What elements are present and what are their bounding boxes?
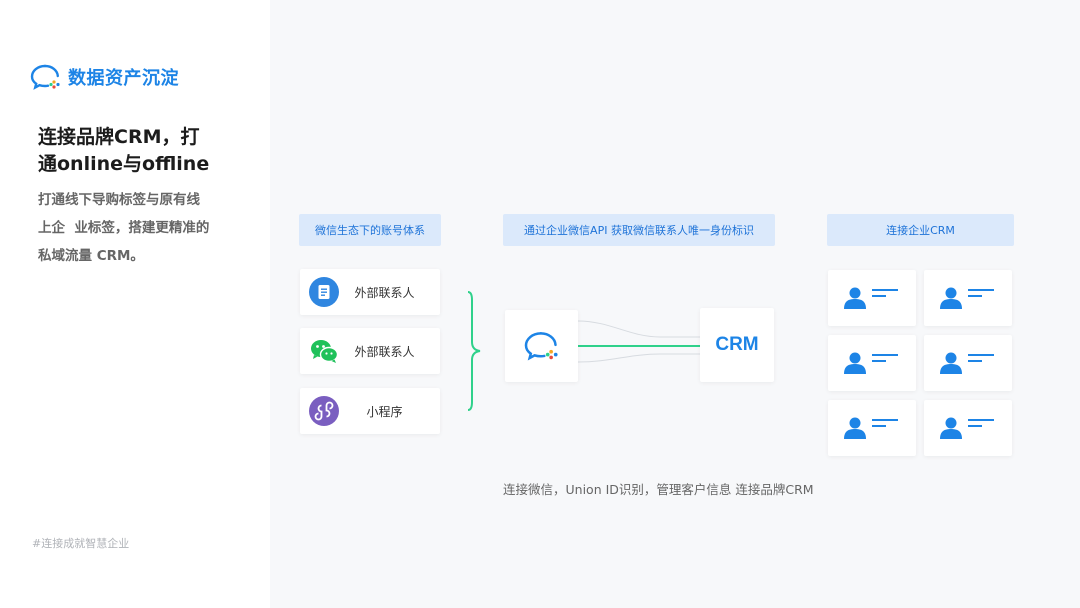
wecom-logo-icon [524, 332, 558, 361]
user-profile-icon [844, 352, 898, 374]
desc-line-2: 上企 业标签，搭建更精准的 [38, 220, 210, 236]
wecom-logo-icon [30, 64, 60, 90]
source-card-contact: 外部联系人 [300, 269, 440, 315]
user-profile-icon [940, 352, 994, 374]
headline-line-1: 连接品牌CRM，打 [38, 126, 200, 148]
wecom-box [505, 310, 578, 382]
brand-title: 数据资产沉淀 [68, 68, 179, 89]
source-label: 外部联系人 [354, 285, 415, 300]
header-wecom-api: 通过企业微信API 获取微信联系人唯一身份标识 [503, 214, 775, 246]
diagram-caption: 连接微信，Union ID识别，管理客户信息 连接品牌CRM [503, 482, 814, 497]
footer-tag: #连接成就智慧企业 [32, 537, 130, 550]
source-label: 小程序 [366, 404, 403, 419]
user-profile-icon [940, 417, 994, 439]
crm-box: CRM [700, 308, 774, 382]
user-profile-icon [940, 287, 994, 309]
bracket-connector [467, 291, 481, 411]
source-card-mini-program: 小程序 [300, 388, 440, 434]
header-account-system: 微信生态下的账号体系 [299, 214, 441, 246]
crm-user-card [828, 335, 916, 391]
contact-card-icon [309, 277, 339, 307]
headline-line-2: 通online与offline [38, 153, 210, 175]
crm-user-card [828, 400, 916, 456]
crm-user-card [924, 400, 1012, 456]
user-profile-icon [844, 287, 898, 309]
page-description: 打通线下导购标签与原有线 上企 业标签，搭建更精准的 私域流量 CRM。 [38, 186, 238, 270]
wechat-icon [311, 340, 339, 363]
crm-user-card [828, 270, 916, 326]
connector-line-lower [577, 353, 700, 363]
desc-line-1: 打通线下导购标签与原有线 [38, 192, 200, 208]
source-label: 外部联系人 [354, 344, 415, 359]
crm-label: CRM [715, 334, 759, 355]
source-card-wechat: 外部联系人 [300, 328, 440, 374]
mini-program-icon [309, 396, 339, 426]
connector-line-upper [577, 320, 700, 338]
desc-line-3: 私域流量 CRM。 [38, 248, 144, 264]
user-profile-icon [844, 417, 898, 439]
header-connect-crm: 连接企业CRM [827, 214, 1014, 246]
brand: 数据资产沉淀 [30, 63, 179, 91]
page-headline: 连接品牌CRM，打 通online与offline [38, 124, 238, 178]
crm-user-card [924, 335, 1012, 391]
sidebar-panel [0, 0, 270, 608]
crm-user-card [924, 270, 1012, 326]
